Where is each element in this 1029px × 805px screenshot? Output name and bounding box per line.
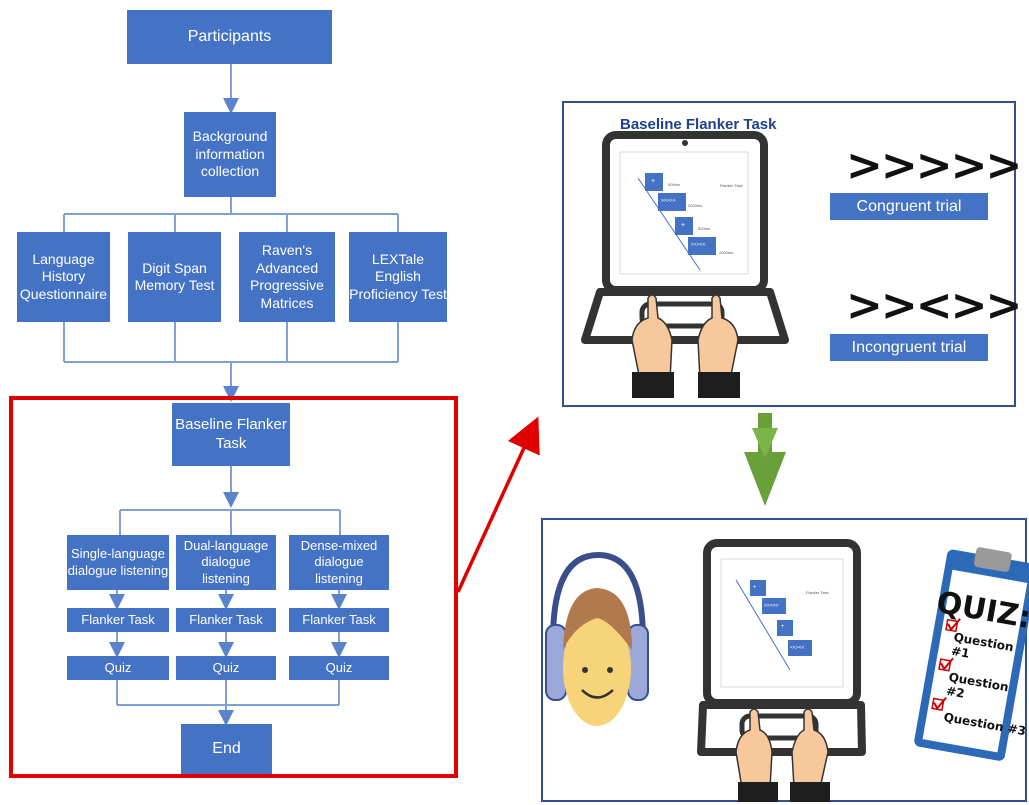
measure-box-language-history: Language History Questionnaire <box>17 232 110 322</box>
congruent-trial-label: Congruent trial <box>830 193 988 220</box>
flanker-box-2: Flanker Task <box>176 608 276 632</box>
screen-time-4: 2000ms <box>719 250 734 255</box>
screen-time-1: 500ms <box>668 182 681 187</box>
baseline-flanker-box: Baseline Flanker Task <box>172 403 290 466</box>
end-box: End <box>181 724 272 774</box>
checkbox-icon <box>931 618 961 711</box>
screen-stimulus-2 <box>688 237 716 255</box>
condition-box-single-language: Single-language dialogue listening <box>67 535 169 590</box>
quiz-box-2: Quiz <box>176 656 276 680</box>
screen-stim-text-1: >>>>> <box>661 198 676 204</box>
green-down-arrow <box>744 413 786 506</box>
screen-stim-text-2: <<><< <box>691 242 706 248</box>
quiz-box-3: Quiz <box>289 656 389 680</box>
screen-fixation-1 <box>645 173 663 191</box>
screen2-fix-text-1: + <box>753 585 757 591</box>
quiz-box-1: Quiz <box>67 656 169 680</box>
congruent-symbols: >>>>> <box>846 140 1022 191</box>
screen-stimulus-1 <box>658 193 686 211</box>
participants-box: Participants <box>127 10 332 64</box>
background-info-box: Background information collection <box>184 112 276 197</box>
screen2-stim-text-1: >>>>> <box>764 603 779 609</box>
screen-fixation-2 <box>675 217 693 235</box>
screen-flanker-title: Flanker Task <box>720 183 743 188</box>
screen-time-3: 500ms <box>698 226 711 231</box>
smiley-face-icon <box>563 588 632 726</box>
condition-box-dense-mixed: Dense-mixed dialogue listening <box>289 535 389 590</box>
incongruent-trial-label: Incongruent trial <box>830 334 988 361</box>
clipboard-icon <box>914 547 1029 761</box>
condition-box-dual-language: Dual-language dialogue listening <box>176 535 276 590</box>
measure-box-lextale: LEXTale English Proficiency Test <box>349 232 447 322</box>
measure-box-digit-span: Digit Span Memory Test <box>128 232 221 322</box>
incongruent-symbols: >><>> <box>846 280 1022 331</box>
screen-time-2: 2000ms <box>688 203 703 208</box>
screen2-stim-text-2: <<><< <box>790 645 805 651</box>
flanker-box-3: Flanker Task <box>289 608 389 632</box>
screen2-fix-text-2: + <box>781 624 785 630</box>
measure-box-ravens: Raven's Advanced Progressive Matrices <box>239 232 335 322</box>
hands-icon <box>631 294 740 398</box>
hands-icon <box>735 708 830 802</box>
baseline-panel-title: Baseline Flanker Task <box>620 116 777 133</box>
screen-fix-text-2: + <box>681 222 686 229</box>
highlight-frame <box>9 396 458 778</box>
red-pointer-arrow <box>456 416 540 593</box>
laptop-icon <box>697 539 866 756</box>
screen-fix-text-1: + <box>651 178 656 185</box>
flanker-box-1: Flanker Task <box>67 608 169 632</box>
screen2-flanker-title: Flanker Task <box>806 590 829 595</box>
